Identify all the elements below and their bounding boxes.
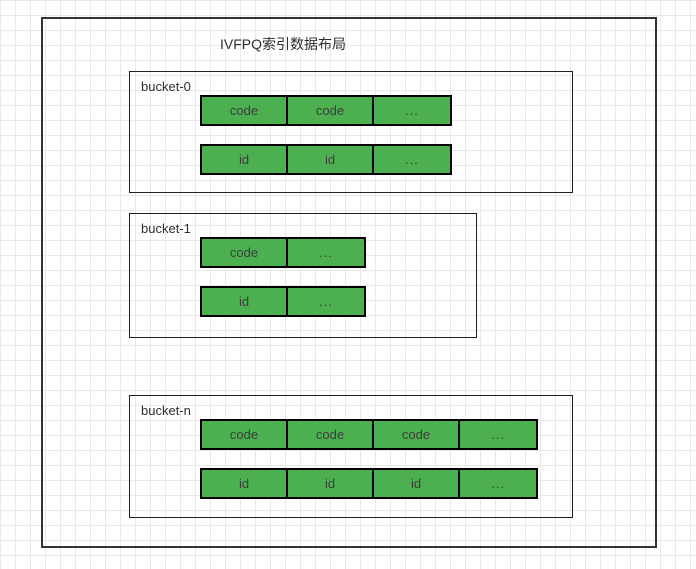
bucket-n-label: bucket-n	[141, 403, 191, 418]
ellipsis-cell: ...	[286, 286, 366, 317]
code-cell: code	[372, 419, 460, 450]
code-cell: code	[200, 419, 288, 450]
ellipsis-cell: ...	[286, 237, 366, 268]
id-cell: id	[286, 468, 374, 499]
bucket-1-code-row: code...	[200, 237, 366, 268]
bucket-1-label: bucket-1	[141, 221, 191, 236]
bucket-0-label: bucket-0	[141, 79, 191, 94]
id-cell: id	[200, 144, 288, 175]
code-cell: code	[200, 95, 288, 126]
diagram-title: IVFPQ索引数据布局	[220, 36, 347, 52]
bucket-1-box: bucket-1 code... id...	[129, 213, 477, 338]
id-cell: id	[286, 144, 374, 175]
ellipsis-cell: ...	[458, 419, 538, 450]
id-cell: id	[372, 468, 460, 499]
id-cell: id	[200, 468, 288, 499]
code-cell: code	[286, 419, 374, 450]
code-cell: code	[286, 95, 374, 126]
ellipsis-cell: ...	[372, 144, 452, 175]
ellipsis-cell: ...	[372, 95, 452, 126]
bucket-1-id-row: id...	[200, 286, 366, 317]
code-cell: code	[200, 237, 288, 268]
id-cell: id	[200, 286, 288, 317]
ellipsis-cell: ...	[458, 468, 538, 499]
